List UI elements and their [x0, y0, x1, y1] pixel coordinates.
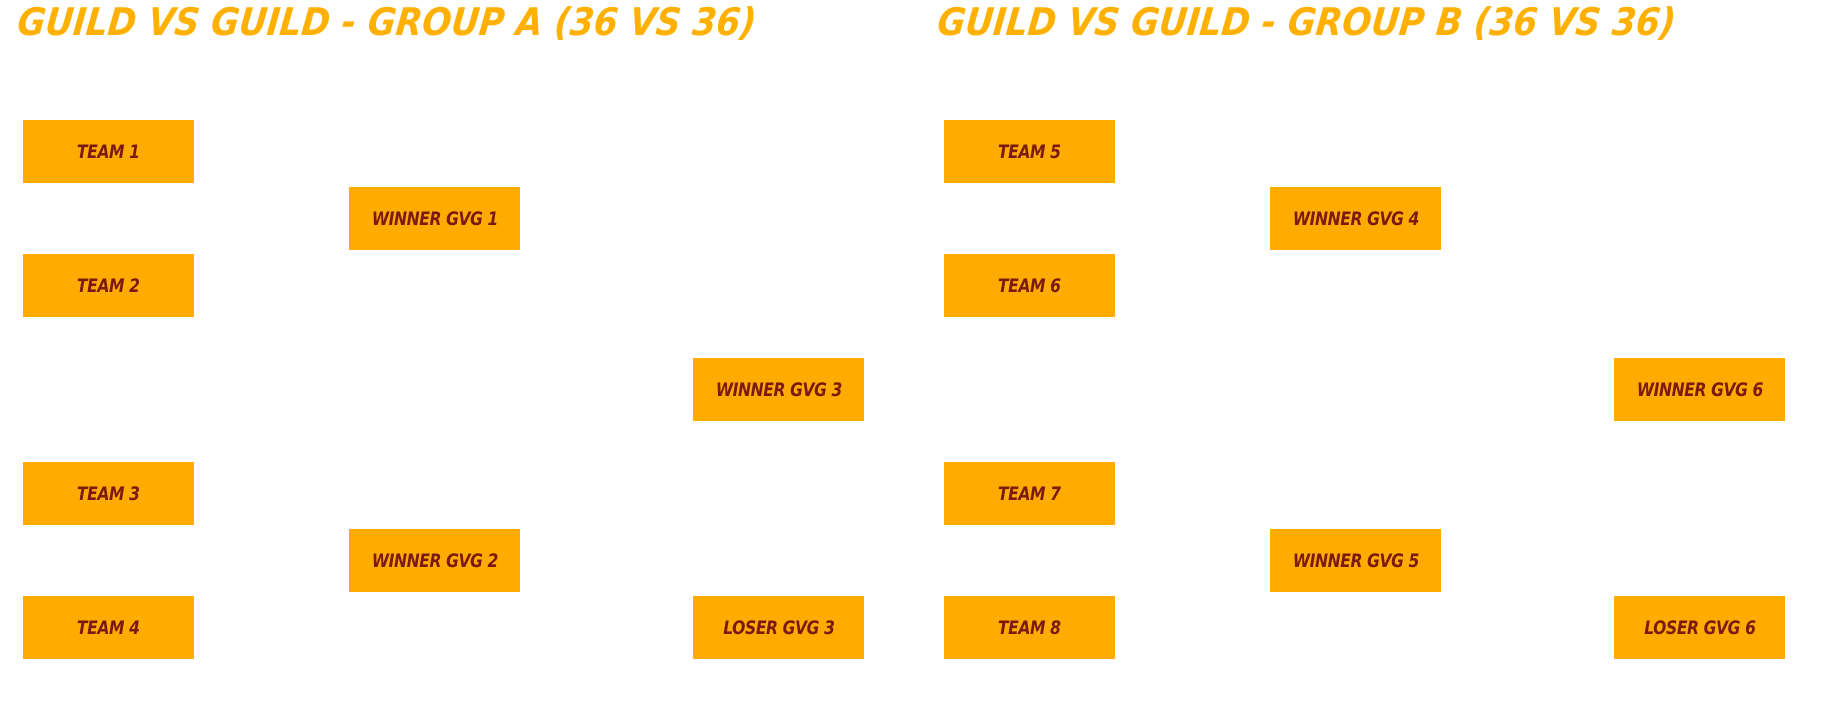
team-label: TEAM 1	[77, 140, 140, 163]
group-b-winner-gvg-4: WINNER GVG 4	[1270, 187, 1441, 250]
group-b-winner-gvg-5: WINNER GVG 5	[1270, 529, 1441, 592]
group-b-team-8: TEAM 8	[944, 596, 1115, 659]
match-label: WINNER GVG 6	[1636, 378, 1763, 401]
match-label: WINNER GVG 1	[371, 207, 498, 230]
match-label: WINNER GVG 3	[715, 378, 842, 401]
team-label: TEAM 4	[77, 616, 140, 639]
match-label: LOSER GVG 6	[1643, 616, 1756, 639]
group-b-team-7: TEAM 7	[944, 462, 1115, 525]
group-a-team-4: TEAM 4	[23, 596, 194, 659]
team-label: TEAM 3	[77, 482, 140, 505]
group-a-team-1: TEAM 1	[23, 120, 194, 183]
team-label: TEAM 7	[998, 482, 1061, 505]
match-label: WINNER GVG 4	[1292, 207, 1419, 230]
group-b-team-6: TEAM 6	[944, 254, 1115, 317]
team-label: TEAM 2	[77, 274, 140, 297]
group-b-winner-gvg-6: WINNER GVG 6	[1614, 358, 1785, 421]
group-a-winner-gvg-2: WINNER GVG 2	[349, 529, 520, 592]
group-a-loser-gvg-3: LOSER GVG 3	[693, 596, 864, 659]
match-label: LOSER GVG 3	[722, 616, 835, 639]
team-label: TEAM 8	[998, 616, 1061, 639]
team-label: TEAM 6	[998, 274, 1061, 297]
group-a-team-3: TEAM 3	[23, 462, 194, 525]
group-a-team-2: TEAM 2	[23, 254, 194, 317]
match-label: WINNER GVG 5	[1292, 549, 1419, 572]
group-b-team-5: TEAM 5	[944, 120, 1115, 183]
group-a-winner-gvg-3: WINNER GVG 3	[693, 358, 864, 421]
match-label: WINNER GVG 2	[371, 549, 498, 572]
group-b-title: GUILD VS GUILD - GROUP B (36 VS 36)	[935, 0, 1678, 44]
team-label: TEAM 5	[998, 140, 1061, 163]
group-a-title: GUILD VS GUILD - GROUP A (36 VS 36)	[15, 0, 759, 44]
group-a-winner-gvg-1: WINNER GVG 1	[349, 187, 520, 250]
group-b-loser-gvg-6: LOSER GVG 6	[1614, 596, 1785, 659]
